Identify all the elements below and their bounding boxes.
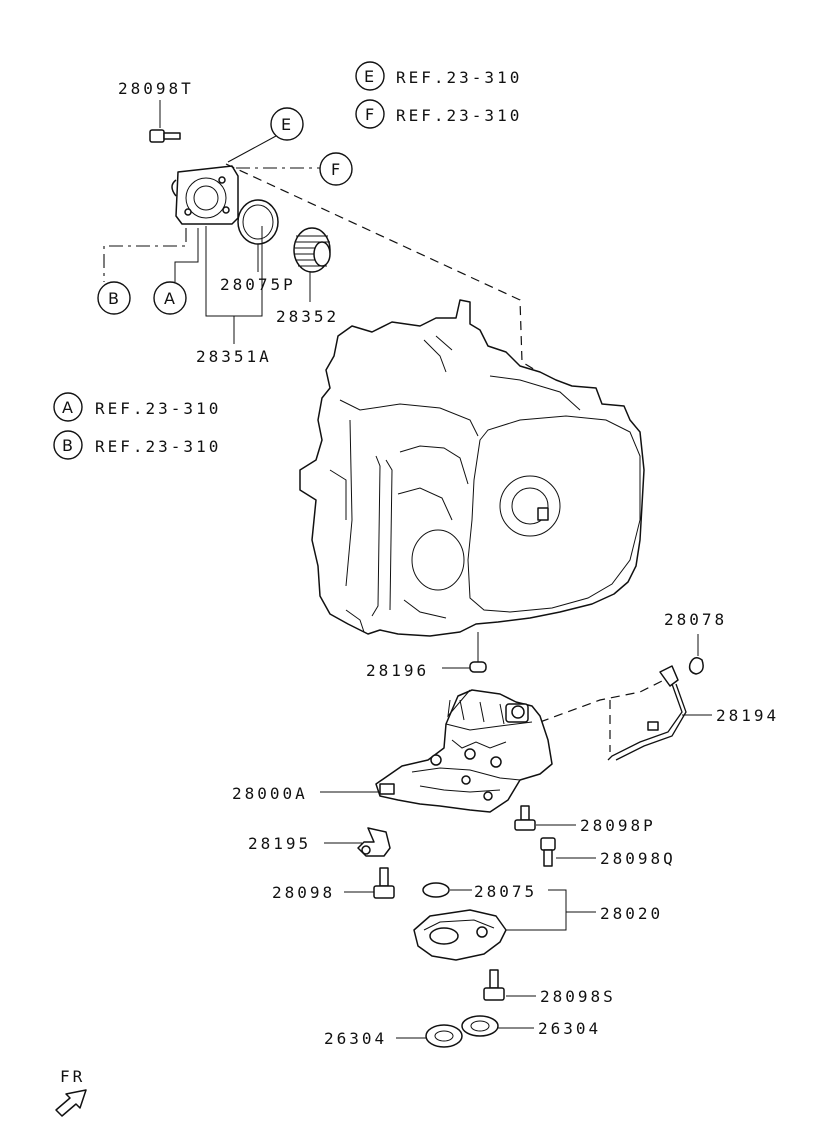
reference-letter-f: F: [365, 105, 374, 124]
reference-text-b: REF.23-310: [95, 437, 221, 456]
svg-text:A: A: [164, 289, 175, 308]
reference-legend-e: E REF.23-310: [355, 61, 522, 91]
callout-e: E: [270, 107, 304, 141]
bolt-28098q: [540, 837, 556, 867]
wiring-harness-28194: [539, 665, 687, 761]
part-label-26304-left: 26304: [324, 1029, 387, 1048]
bolt-28098p: [514, 805, 536, 831]
callout-b: B: [97, 281, 131, 315]
part-label-26304-right: 26304: [538, 1019, 601, 1038]
front-arrow-icon: [55, 1089, 87, 1117]
part-label-28098q: 28098Q: [600, 849, 676, 868]
part-label-28098p: 28098P: [580, 816, 656, 835]
reference-text-e: REF.23-310: [396, 68, 522, 87]
reference-text-a: REF.23-310: [95, 399, 221, 418]
washer-26304-left: [425, 1024, 463, 1048]
oil-filter-housing: [171, 165, 239, 225]
oil-filter-28352: [293, 227, 331, 273]
part-label-28194: 28194: [716, 706, 779, 725]
front-direction-label: FR: [60, 1067, 85, 1086]
transmission-case: [299, 299, 645, 637]
part-label-28020: 28020: [600, 904, 663, 923]
svg-text:B: B: [108, 289, 119, 308]
part-label-28195: 28195: [248, 834, 311, 853]
reference-letter-b: B: [62, 436, 73, 455]
part-label-28196: 28196: [366, 661, 429, 680]
part-label-28075p: 28075P: [220, 275, 296, 294]
reference-legend-b: B REF.23-310: [53, 430, 221, 460]
part-label-28098t: 28098T: [118, 79, 194, 98]
bolt-28098t: [149, 129, 181, 143]
part-label-28352: 28352: [276, 307, 339, 326]
oil-pan-28020: [413, 909, 507, 961]
gasket-28196: [469, 661, 487, 673]
reference-legend-a: A REF.23-310: [53, 392, 221, 422]
part-label-28075: 28075: [474, 882, 537, 901]
bracket-28195: [357, 827, 391, 857]
reference-text-f: REF.23-310: [396, 106, 522, 125]
part-label-28078: 28078: [664, 610, 727, 629]
part-label-28351a: 28351A: [196, 347, 272, 366]
front-direction-indicator: FR: [55, 1067, 87, 1117]
o-ring-28075: [422, 882, 450, 898]
bolt-28098: [373, 867, 395, 899]
valve-body-28000a: [375, 689, 553, 813]
part-label-28000a: 28000A: [232, 784, 308, 803]
reference-letter-e: E: [364, 67, 374, 86]
seal-28078: [688, 657, 704, 675]
callout-a: A: [153, 281, 187, 315]
svg-text:E: E: [281, 115, 291, 134]
svg-text:F: F: [331, 160, 340, 179]
washer-26304-right: [461, 1015, 499, 1037]
callout-f: F: [319, 152, 353, 186]
bolt-28098s: [483, 969, 505, 1001]
part-label-28098s: 28098S: [540, 987, 616, 1006]
o-ring-28075p: [237, 199, 279, 245]
reference-letter-a: A: [62, 398, 73, 417]
part-label-28098: 28098: [272, 883, 335, 902]
reference-legend-f: F REF.23-310: [355, 99, 522, 129]
